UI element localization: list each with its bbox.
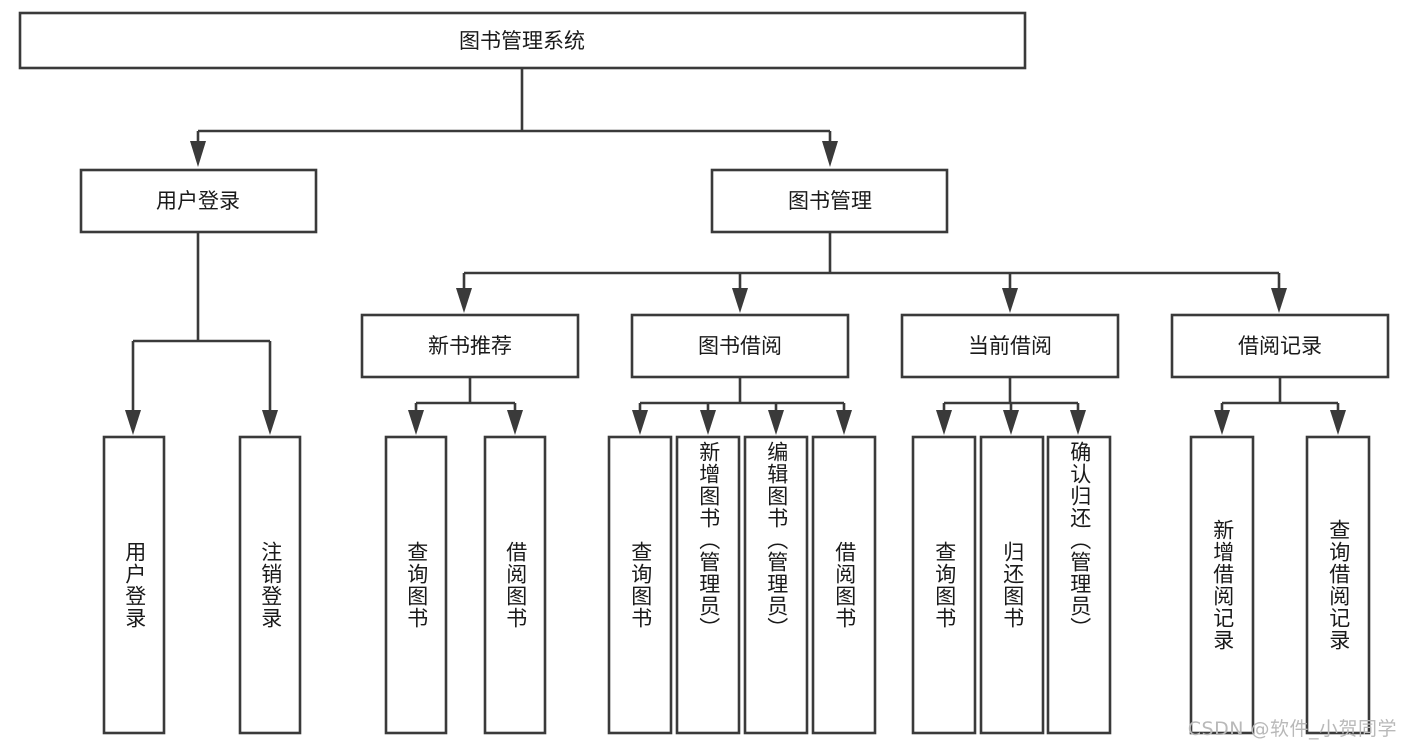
arrowhead-leaf-nb-query	[408, 410, 424, 435]
leaf-box-bb-edit-book[interactable]	[743, 435, 809, 735]
node-borrow-record-label: 借阅记录	[1238, 334, 1322, 358]
node-book-borrow-box[interactable]	[630, 313, 850, 379]
leaf-box-cb-query-book[interactable]	[911, 435, 977, 735]
arrowhead-leaf-user-login	[125, 410, 141, 435]
edge-group-book-manage	[456, 232, 1287, 313]
arrowhead-leaf-cb-return	[1003, 410, 1019, 435]
node-current-borrow-label: 当前借阅	[968, 334, 1052, 358]
node-current-borrow-box[interactable]	[900, 313, 1120, 379]
arrowhead-leaf-bb-add	[700, 410, 716, 435]
edge-group-book-borrow-leaves	[632, 377, 852, 435]
arrowhead-leaf-bb-lend	[836, 410, 852, 435]
edge-group-user-login-leaves	[125, 232, 278, 435]
arrowhead-leaf-bb-query	[632, 410, 648, 435]
edge-group-new-book-leaves	[408, 377, 523, 435]
node-borrow-record-box[interactable]	[1170, 313, 1390, 379]
node-book-manage-label: 图书管理	[788, 189, 872, 213]
leaf-box-bb-add-book[interactable]	[675, 435, 741, 735]
leaf-box-br-query-record[interactable]	[1305, 435, 1371, 735]
edge-group-current-borrow-leaves	[936, 377, 1086, 435]
leaf-box-br-add-record[interactable]	[1189, 435, 1255, 735]
node-root-label: 图书管理系统	[459, 29, 585, 53]
leaf-box-nb-borrow-book[interactable]	[483, 435, 547, 735]
node-current-borrow[interactable]: 当前借阅	[900, 313, 1120, 379]
node-book-borrow-label: 图书借阅	[698, 334, 782, 358]
node-root[interactable]: 图书管理系统	[18, 11, 1027, 70]
arrowhead-new-book	[456, 288, 472, 313]
node-book-manage-box[interactable]	[710, 168, 949, 234]
edge-group-root	[190, 68, 838, 167]
arrowhead-leaf-cb-confirm	[1070, 410, 1086, 435]
csdn-watermark: CSDN @软件_小贺同学	[1187, 718, 1397, 740]
arrowhead-borrow-record	[1271, 288, 1287, 313]
leaf-box-logout[interactable]	[238, 435, 302, 735]
leaf-box-cb-return-book[interactable]	[979, 435, 1045, 735]
arrowhead-leaf-bb-edit	[768, 410, 784, 435]
leaf-boxes-new-book	[384, 435, 547, 735]
arrowhead-leaf-nb-borrow	[507, 410, 523, 435]
node-new-book-recommend[interactable]: 新书推荐	[360, 313, 580, 379]
leaf-boxes-user-login	[102, 435, 302, 735]
leaf-boxes-book-borrow	[607, 435, 877, 735]
leaf-box-bb-lend-book[interactable]	[811, 435, 877, 735]
node-book-manage[interactable]: 图书管理	[710, 168, 949, 234]
arrowhead-user-login	[190, 141, 206, 167]
arrowhead-current-borrow	[1002, 288, 1018, 313]
leaf-box-cb-confirm-return[interactable]	[1046, 435, 1112, 735]
leaf-boxes-borrow-record	[1189, 435, 1371, 735]
node-new-book-recommend-box[interactable]	[360, 313, 580, 379]
node-root-box[interactable]	[18, 11, 1027, 70]
node-user-login[interactable]: 用户登录	[79, 168, 318, 234]
leaf-box-bb-query-book[interactable]	[607, 435, 673, 735]
leaf-box-user-login[interactable]	[102, 435, 166, 735]
node-borrow-record[interactable]: 借阅记录	[1170, 313, 1390, 379]
arrowhead-leaf-cb-query	[936, 410, 952, 435]
arrowhead-leaf-logout	[262, 410, 278, 435]
node-book-borrow[interactable]: 图书借阅	[630, 313, 850, 379]
arrowhead-leaf-br-add	[1214, 410, 1230, 435]
arrowhead-book-manage	[822, 141, 838, 167]
arrowhead-book-borrow	[732, 288, 748, 313]
arrowhead-leaf-br-query	[1330, 410, 1346, 435]
leaf-box-nb-query-book[interactable]	[384, 435, 448, 735]
node-new-book-recommend-label: 新书推荐	[428, 334, 512, 358]
edge-group-borrow-record-leaves	[1214, 377, 1346, 435]
leaf-boxes-current-borrow	[911, 435, 1112, 735]
node-user-login-label: 用户登录	[156, 189, 240, 213]
